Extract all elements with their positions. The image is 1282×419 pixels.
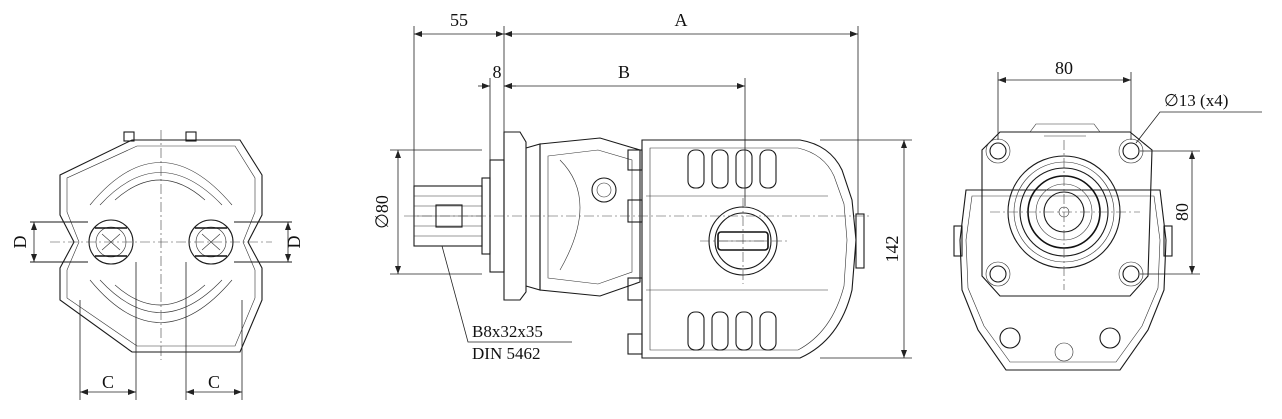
dim-d-left: D [10,236,30,249]
holes-spec: ∅13 (x4) [1164,91,1228,110]
dim-c-right: C [208,372,220,392]
dim-55: 55 [450,10,468,30]
front-view [953,72,1262,371]
dim-a: A [675,10,688,30]
dim-8: 8 [493,62,502,82]
rear-view [30,130,292,400]
dim-flange-80-horizontal: 80 [1055,58,1073,78]
dim-b: B [618,62,630,82]
dim-shaft-diameter: ∅80 [372,195,392,229]
dim-flange-80-vertical: 80 [1172,203,1192,221]
spline-spec-line1: B8x32x35 [472,322,543,341]
side-view [390,26,912,359]
spline-spec-line2: DIN 5462 [472,344,540,363]
dim-d-right: D [284,236,304,249]
dim-142: 142 [882,236,902,263]
dim-c-left: C [102,372,114,392]
